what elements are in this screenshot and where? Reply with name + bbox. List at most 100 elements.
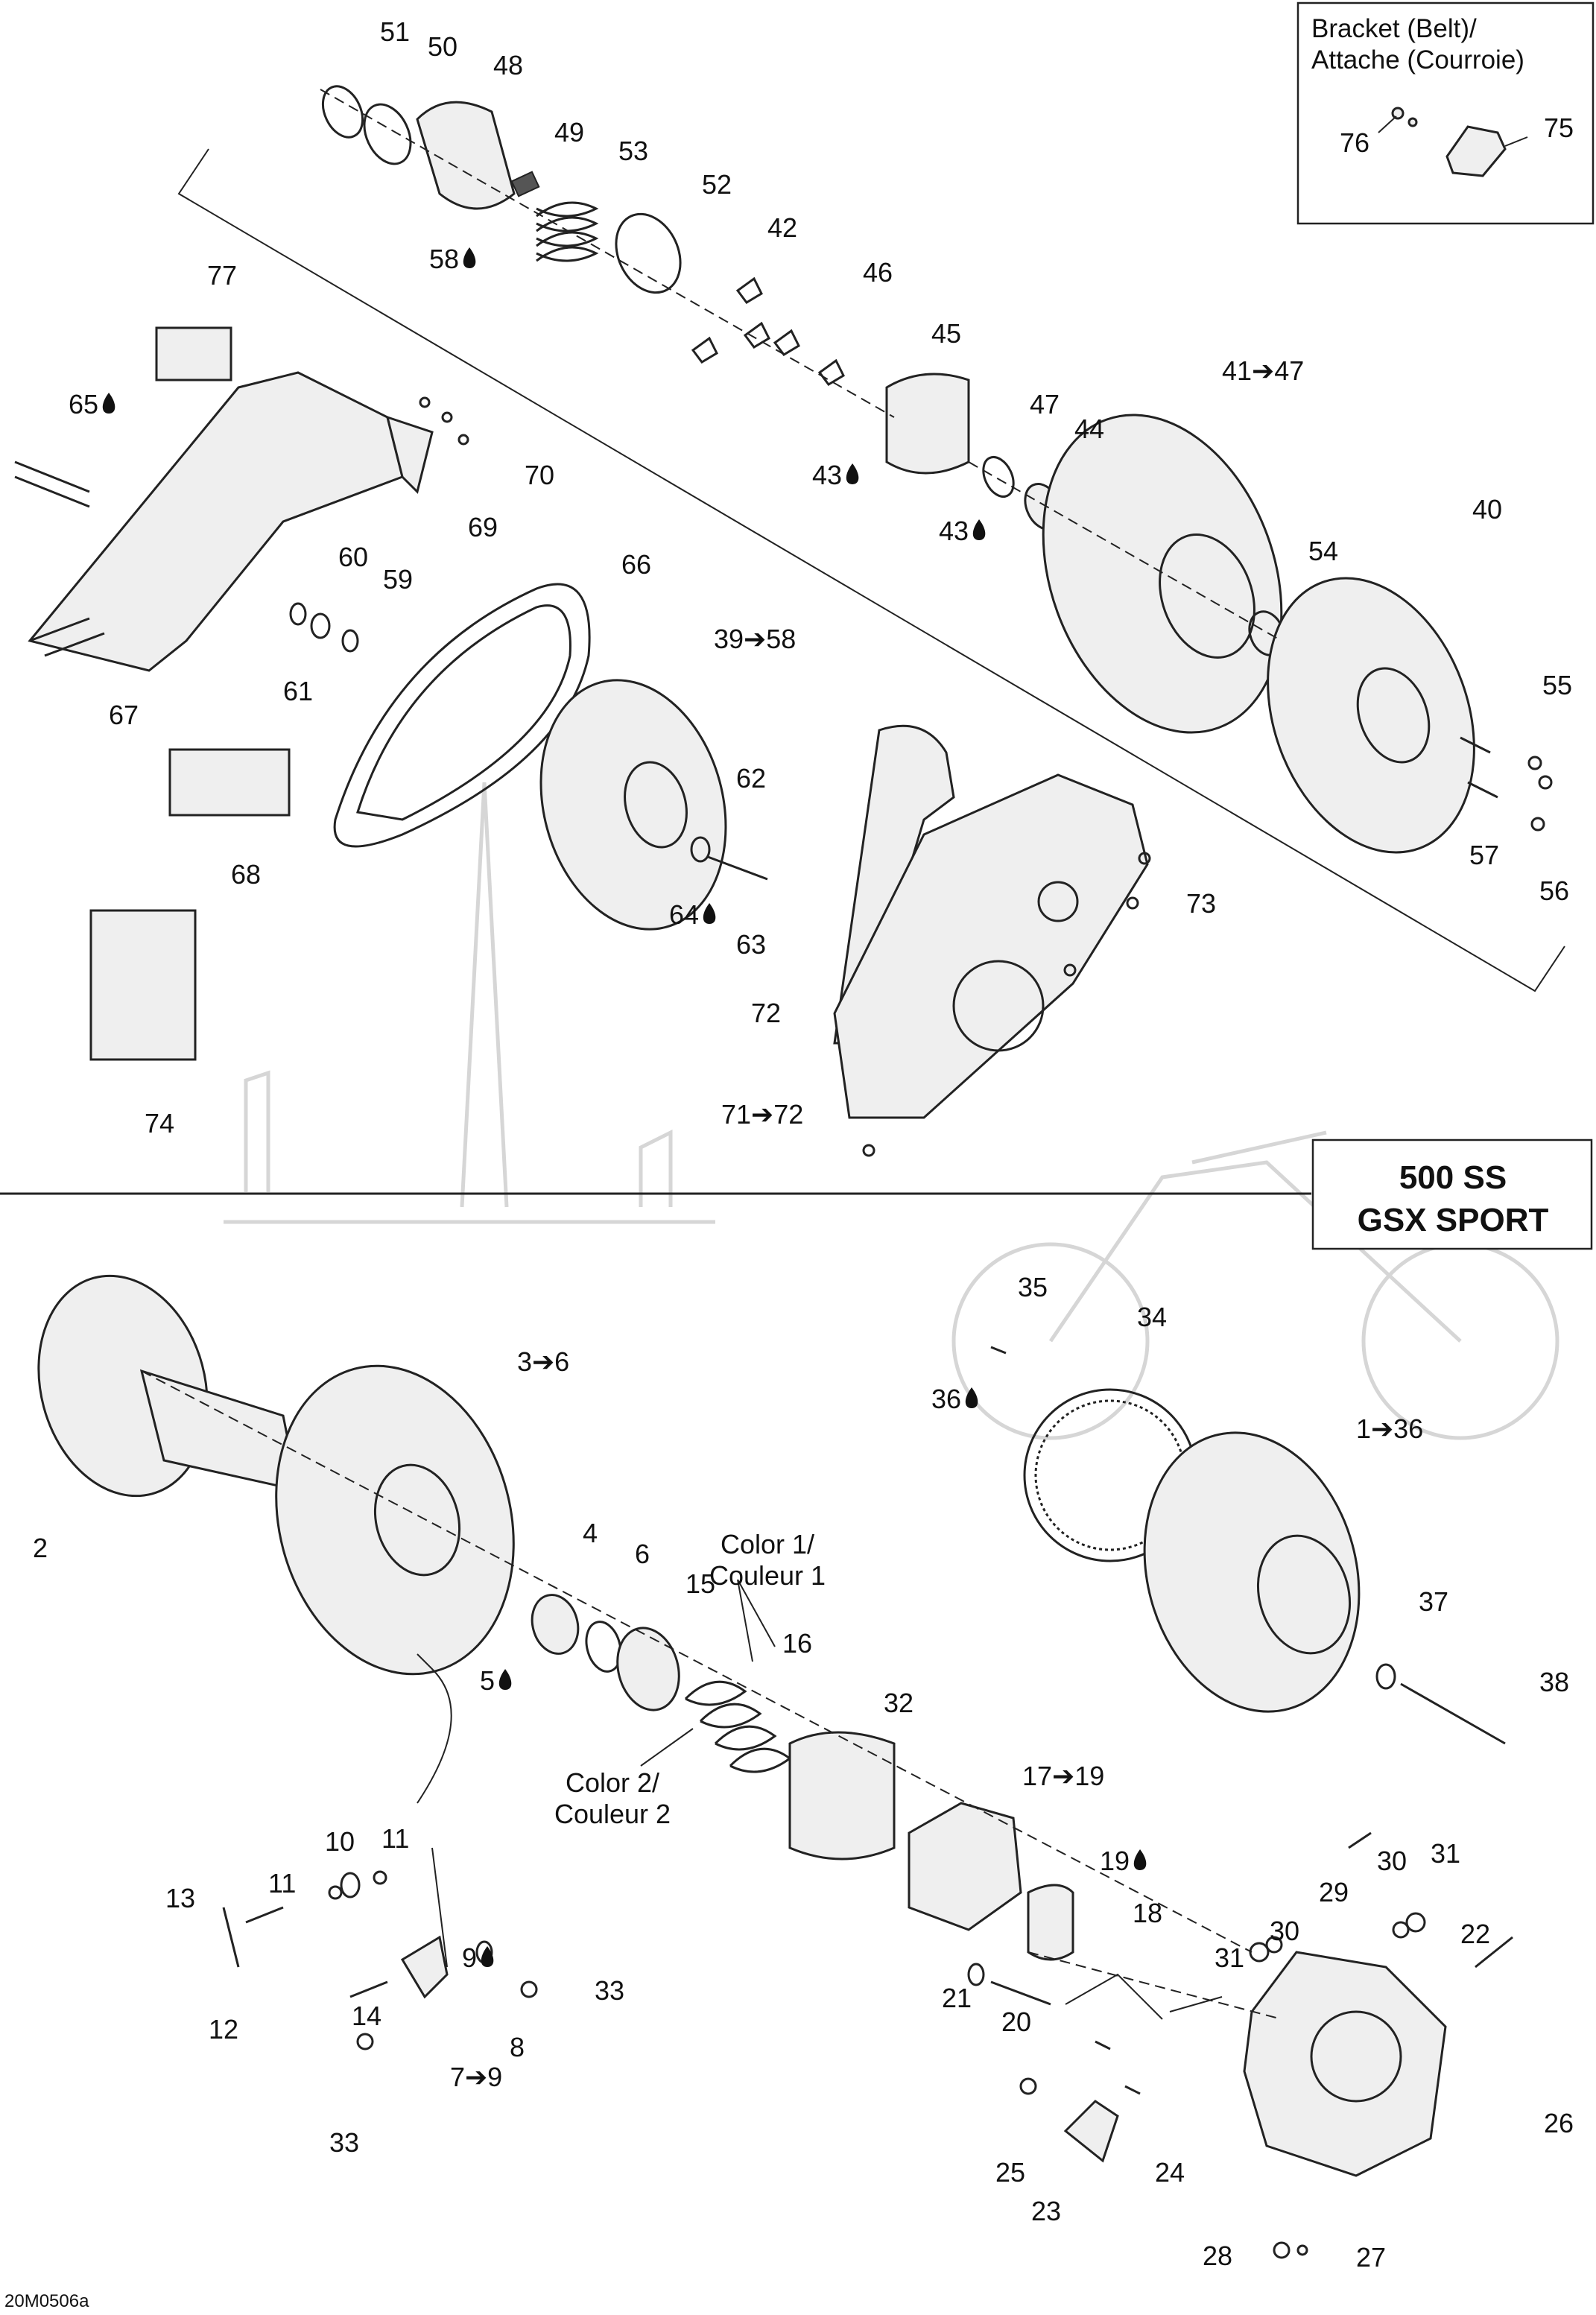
part-label-75: 75 bbox=[1544, 113, 1574, 143]
part-label-5: 5 bbox=[480, 1665, 512, 1696]
part-label-20: 20 bbox=[1001, 2007, 1031, 2037]
part-label-30b: 30 bbox=[1270, 1916, 1299, 1946]
oil-drop-icon bbox=[965, 1387, 978, 1408]
part-number: 4 bbox=[583, 1518, 598, 1548]
part-label-76: 76 bbox=[1340, 127, 1369, 158]
part-number: 28 bbox=[1203, 2240, 1232, 2271]
washer-27 bbox=[1296, 2244, 1308, 2256]
bracket-nut bbox=[1391, 107, 1405, 120]
lever-grouping-bracket bbox=[1065, 1973, 1223, 2020]
pin-14 bbox=[349, 1980, 388, 1998]
part-label-67: 67 bbox=[109, 700, 139, 730]
part-number: 1➔36 bbox=[1356, 1413, 1423, 1444]
part-number: 46 bbox=[863, 257, 893, 288]
bolt-20 bbox=[990, 1980, 1051, 2006]
part-number: 20 bbox=[1001, 2007, 1031, 2037]
part-number: 69 bbox=[468, 512, 498, 542]
part-label-73: 73 bbox=[1186, 888, 1216, 919]
part-number: 37 bbox=[1419, 1586, 1448, 1617]
retaining-ring-51 bbox=[321, 85, 364, 139]
color-1-leaders bbox=[737, 1579, 776, 1662]
part-label-39-58: 39➔58 bbox=[714, 624, 796, 654]
oil-drop-icon bbox=[102, 393, 115, 414]
sliding-half-3 bbox=[275, 1364, 515, 1676]
assembly-axis-lower bbox=[141, 1370, 1282, 2020]
part-number: 7➔9 bbox=[450, 2062, 502, 2092]
bracket-69 bbox=[385, 415, 434, 494]
washer-62 bbox=[690, 836, 711, 863]
part-number: 6 bbox=[635, 1539, 650, 1569]
part-number: 13 bbox=[165, 1883, 195, 1913]
part-label-4: 4 bbox=[583, 1518, 598, 1548]
inset-title-line1: Bracket (Belt)/ bbox=[1311, 14, 1477, 43]
part-label-29: 29 bbox=[1319, 1877, 1349, 1907]
belt-bracket bbox=[1445, 125, 1507, 177]
pin-31a bbox=[1405, 1912, 1426, 1933]
screw-70a bbox=[419, 396, 431, 408]
part-number: 73 bbox=[1186, 888, 1216, 919]
part-label-47: 47 bbox=[1030, 389, 1060, 419]
cover-71 bbox=[833, 773, 1149, 1119]
part-label-21: 21 bbox=[942, 1983, 972, 2013]
ring-6 bbox=[585, 1621, 622, 1673]
bolt-63 bbox=[707, 855, 768, 881]
model-line1: 500 SS bbox=[1399, 1159, 1507, 1196]
part-label-34: 34 bbox=[1137, 1302, 1167, 1332]
part-number: 58 bbox=[429, 244, 459, 274]
part-number: 60 bbox=[338, 542, 368, 572]
roller-10 bbox=[340, 1872, 361, 1898]
part-number: 49 bbox=[554, 117, 584, 148]
cover-fastener-73b bbox=[1126, 896, 1139, 910]
part-label-55: 55 bbox=[1542, 670, 1572, 700]
part-label-40: 40 bbox=[1472, 494, 1502, 525]
part-label-56: 56 bbox=[1539, 875, 1569, 906]
part-label-52: 52 bbox=[702, 169, 732, 200]
part-label-8: 8 bbox=[510, 2032, 525, 2062]
cover-fastener-73d bbox=[862, 1144, 875, 1157]
part-number: 12 bbox=[209, 2014, 238, 2045]
governor-cup-22 bbox=[1243, 1951, 1447, 2177]
part-label-70: 70 bbox=[525, 460, 554, 490]
pin-12 bbox=[245, 1906, 284, 1924]
label-77 bbox=[155, 326, 232, 381]
washer-30a bbox=[1392, 1921, 1410, 1939]
part-label-3-6: 3➔6 bbox=[517, 1346, 569, 1377]
pin-31b bbox=[1249, 1942, 1270, 1963]
belt-guard-clip bbox=[29, 617, 105, 657]
part-label-25: 25 bbox=[995, 2157, 1025, 2188]
part-label-7-9: 7➔9 bbox=[450, 2062, 502, 2092]
screws-42-46 bbox=[691, 276, 845, 386]
color2-line2: Couleur 2 bbox=[554, 1799, 671, 1829]
part-label-46: 46 bbox=[863, 257, 893, 288]
slider-shoe-49 bbox=[510, 171, 540, 197]
bracket-washer bbox=[1407, 117, 1418, 127]
part-number: 43 bbox=[812, 460, 842, 490]
bushing-18 bbox=[1027, 1884, 1074, 1961]
part-number: 44 bbox=[1074, 414, 1104, 444]
part-number: 35 bbox=[1018, 1272, 1048, 1302]
part-label-33a: 33 bbox=[595, 1975, 624, 2006]
oil-drop-icon bbox=[1133, 1849, 1147, 1870]
part-label-31a: 31 bbox=[1431, 1838, 1460, 1869]
part-label-31b: 31 bbox=[1215, 1942, 1244, 1973]
color1-line2: Couleur 1 bbox=[709, 1560, 826, 1591]
part-label-14: 14 bbox=[352, 2001, 381, 2031]
part-label-45: 45 bbox=[931, 318, 961, 349]
oil-drop-icon bbox=[498, 1669, 512, 1690]
part-label-32: 32 bbox=[884, 1688, 913, 1718]
color1-line1: Color 1/ bbox=[721, 1529, 814, 1559]
part-label-38: 38 bbox=[1539, 1667, 1569, 1697]
part-label-63: 63 bbox=[736, 929, 766, 960]
color2-line1: Color 2/ bbox=[566, 1767, 659, 1798]
label-74 bbox=[89, 909, 197, 1061]
part-number: 5 bbox=[480, 1665, 495, 1696]
part-number: 36 bbox=[931, 1384, 961, 1414]
part-number: 64 bbox=[669, 899, 699, 930]
part-number: 41➔47 bbox=[1222, 355, 1304, 386]
label-68 bbox=[168, 748, 291, 817]
inset-leaders bbox=[1378, 115, 1528, 147]
part-number: 40 bbox=[1472, 494, 1502, 525]
spring-29 bbox=[1348, 1831, 1372, 1849]
shaft-65 bbox=[14, 460, 90, 508]
inset-bracket-frame bbox=[1296, 1, 1595, 225]
